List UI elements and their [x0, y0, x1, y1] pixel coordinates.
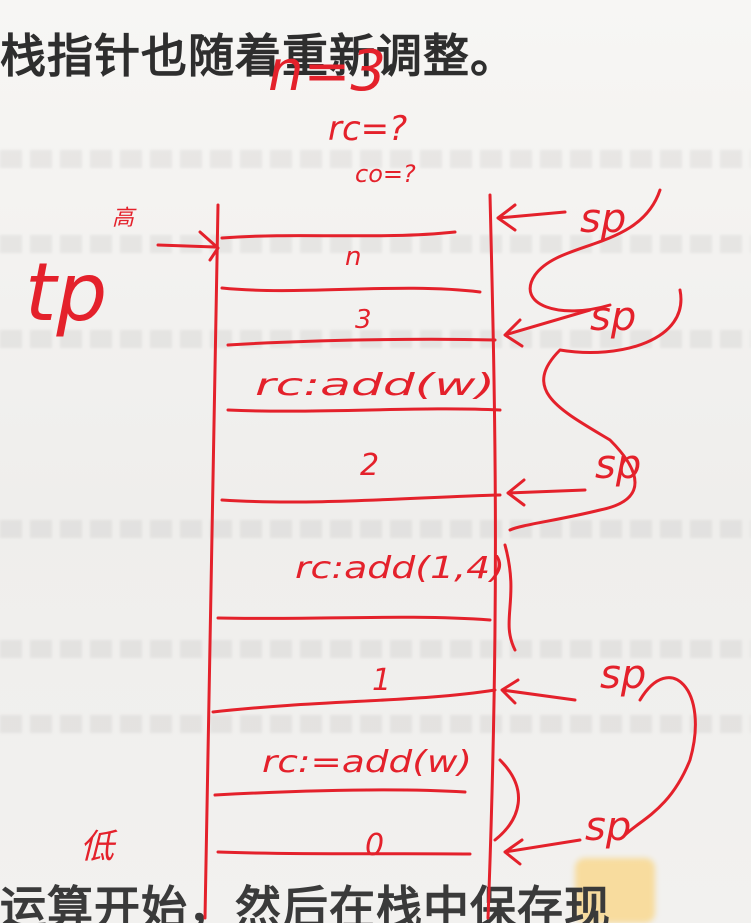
bleed-through-texture	[0, 520, 751, 538]
sp-movement-curve	[528, 188, 662, 313]
cell-divider	[226, 407, 502, 413]
stack-right-wall	[486, 193, 497, 920]
stack-cell-label: 3	[355, 305, 372, 335]
bleed-through-texture	[0, 235, 751, 253]
sp-movement-curve	[623, 676, 697, 837]
stack-cell-label: n	[345, 242, 361, 272]
sp-label: sp	[580, 196, 626, 242]
cell-divider	[216, 615, 492, 622]
sp-label: sp	[590, 294, 636, 340]
cell-divider	[220, 493, 502, 504]
tp-pointer-arrow	[156, 230, 220, 262]
sp-label: sp	[585, 804, 631, 850]
printed-text-bottom: 运算开始，然后在栈中保存现	[0, 881, 611, 923]
sp-arrow	[500, 678, 577, 705]
top-note: n=3	[268, 39, 386, 104]
sp-movement-curve	[508, 288, 683, 532]
sp-movement-curve	[503, 543, 517, 652]
tp-label: tp	[25, 246, 107, 339]
stack-cell-label: rc:=add(w)	[262, 745, 472, 780]
cell-divider	[211, 688, 497, 714]
sp-arrow	[503, 838, 582, 866]
high-end-mark: 高	[112, 206, 137, 231]
printed-text-top: 栈指针也随着重新调整。	[0, 29, 517, 83]
stack-left-wall	[203, 203, 220, 920]
bleed-through-texture	[0, 640, 751, 658]
bleed-through-texture	[0, 715, 751, 733]
bottom-end-mark: 低	[80, 827, 118, 867]
stack-cell-label: rc:add(1,4)	[295, 551, 505, 586]
sp-arrow	[503, 308, 592, 348]
stack-cell-label: rc:add(w)	[255, 368, 495, 403]
cell-divider	[220, 230, 457, 240]
rc-note: rc=?	[328, 109, 407, 149]
stack-cell-label: 0	[365, 828, 384, 863]
sp-movement-curve	[493, 758, 520, 842]
cell-divider	[220, 286, 482, 294]
cell-divider	[216, 850, 472, 856]
sp-arrow	[496, 203, 567, 232]
cell-divider	[226, 337, 497, 347]
sp-arrow	[506, 478, 587, 507]
co-note: co=?	[355, 160, 416, 188]
bleed-through-texture	[0, 150, 751, 168]
highlighter-mark	[575, 858, 655, 923]
sp-label: sp	[600, 652, 646, 698]
stack-cell-label: 2	[360, 448, 379, 483]
cell-divider	[213, 788, 467, 797]
stack-cell-label: 1	[372, 663, 391, 698]
